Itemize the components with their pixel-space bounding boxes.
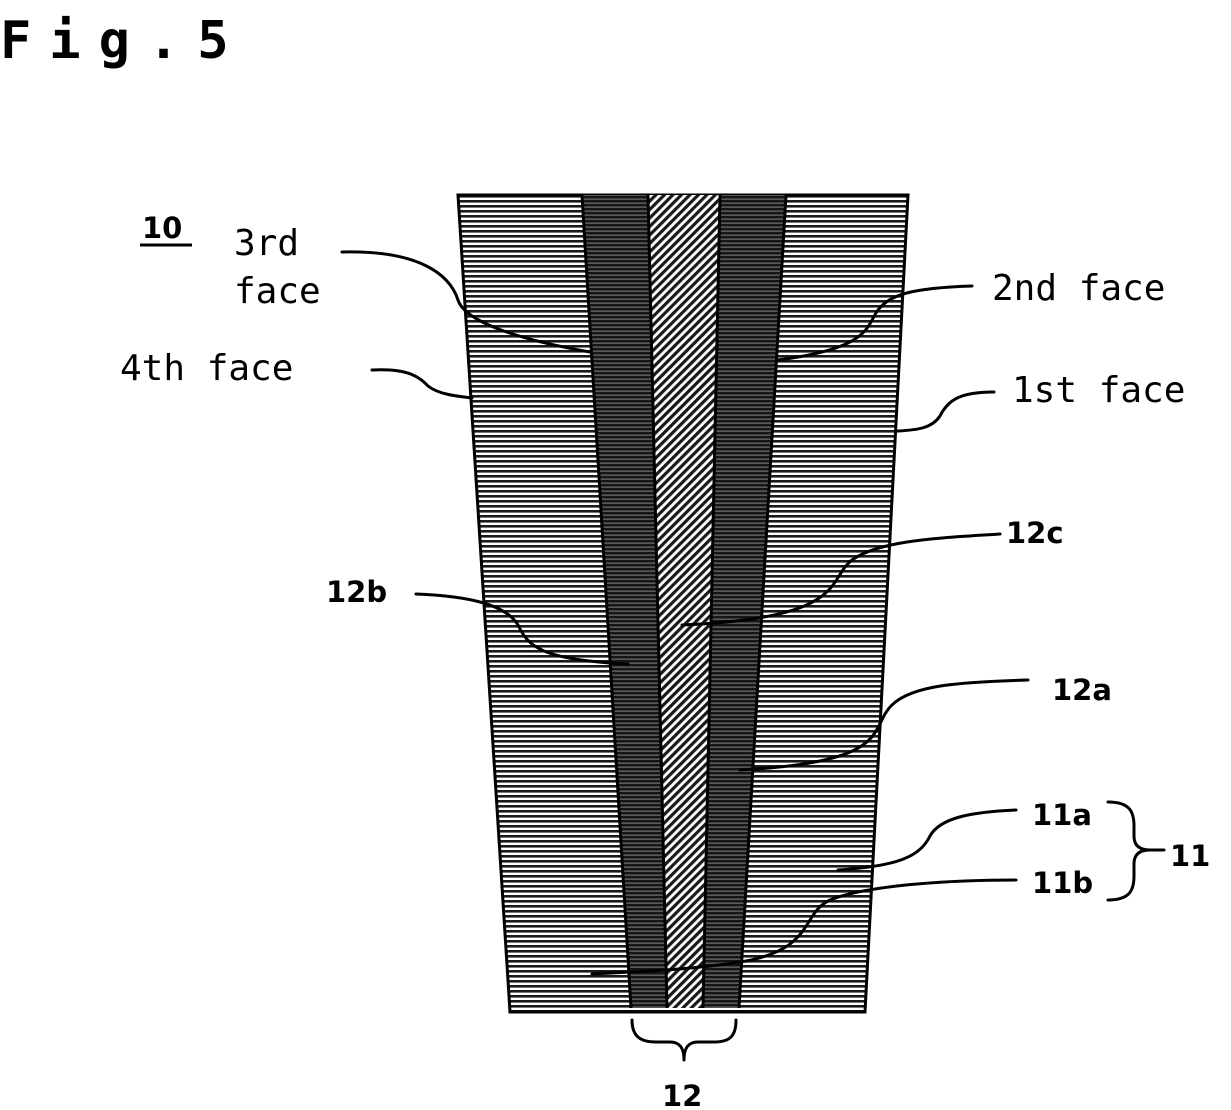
leader-2nd-face bbox=[776, 284, 974, 362]
leader-12a bbox=[738, 678, 1030, 772]
label-11a: 11a bbox=[1032, 798, 1092, 832]
leader-11b bbox=[590, 878, 1018, 976]
ref-10: 10 bbox=[142, 211, 182, 245]
edge-line bbox=[580, 194, 633, 1009]
label-12b: 12b bbox=[326, 575, 387, 609]
label-4th-face: 4th face bbox=[120, 348, 293, 389]
leader-12b bbox=[414, 592, 630, 666]
label-2nd-face: 2nd face bbox=[992, 268, 1165, 309]
strip-12a bbox=[703, 195, 786, 1008]
leader-3rd-face bbox=[340, 250, 592, 354]
figure-title: Fig.5 bbox=[0, 11, 247, 71]
label-3rd-face-line1: 3rd bbox=[234, 223, 299, 264]
core-12c bbox=[648, 195, 720, 1008]
brace-12 bbox=[630, 1018, 738, 1062]
label-12c: 12c bbox=[1006, 516, 1064, 550]
label-11: 11 bbox=[1170, 839, 1210, 873]
brace-11 bbox=[1106, 800, 1152, 902]
edge-line bbox=[701, 194, 722, 1009]
label-3rd-face-line2: face bbox=[234, 271, 321, 312]
edge-line bbox=[737, 194, 788, 1009]
leader-1st-face bbox=[896, 390, 996, 433]
leader-4th-face bbox=[370, 368, 474, 400]
strip-12b bbox=[582, 195, 667, 1008]
label-11b: 11b bbox=[1032, 866, 1093, 900]
label-1st-face: 1st face bbox=[1012, 370, 1185, 411]
edge-line bbox=[646, 194, 669, 1009]
label-12a: 12a bbox=[1052, 673, 1112, 707]
leader-11a bbox=[836, 808, 1018, 872]
label-12: 12 bbox=[662, 1079, 702, 1110]
leader-12c bbox=[680, 532, 1002, 627]
